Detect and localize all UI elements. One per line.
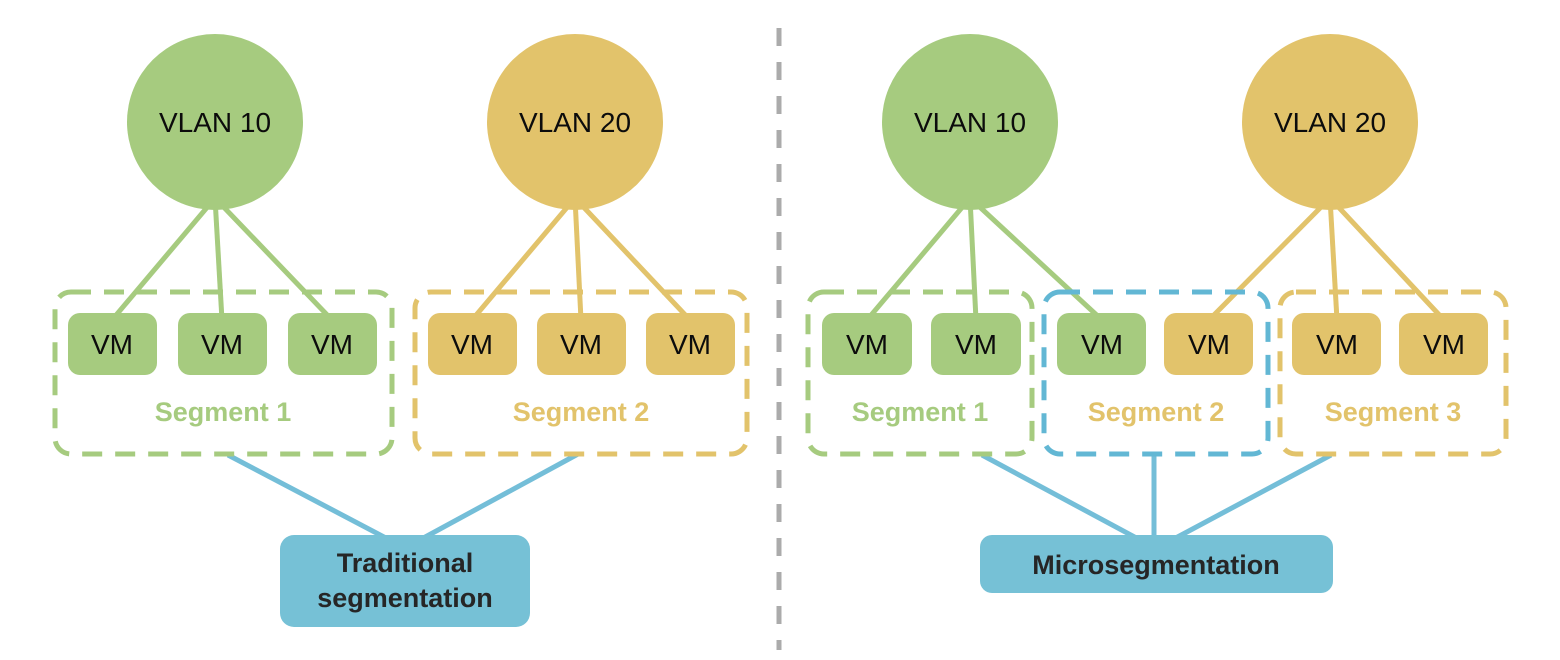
vlan10-to-vm-line [212, 197, 225, 321]
vlan-10-label: VLAN 10 [159, 107, 271, 138]
vlan20-to-vm-line [572, 197, 584, 321]
segment-2-box [1041, 289, 1271, 457]
vm-label: VM [560, 329, 602, 360]
vm-node [1292, 313, 1381, 375]
segment-2-label: Segment 2 [1088, 397, 1225, 427]
vm-label: VM [669, 329, 711, 360]
vm-node [68, 313, 157, 375]
segment-2-label: Segment 2 [513, 397, 650, 427]
segment2-to-caption-line [403, 451, 580, 551]
vlan20-to-vm-line [1327, 197, 1340, 321]
vm-label: VM [1081, 329, 1123, 360]
vm-node [537, 313, 626, 375]
segment3-to-caption-line [1155, 452, 1333, 551]
segment-3-box [1277, 289, 1509, 457]
vlan-20-label: VLAN 20 [519, 107, 631, 138]
segment-1-label: Segment 1 [155, 397, 292, 427]
vm-label: VM [1316, 329, 1358, 360]
vm-label: VM [955, 329, 997, 360]
vm-label: VM [1188, 329, 1230, 360]
vlan-10-label: VLAN 10 [914, 107, 1026, 138]
vm-node [931, 313, 1021, 375]
vlan20-to-vm-line [1328, 196, 1446, 322]
vm-node [822, 313, 912, 375]
vm-node [178, 313, 267, 375]
traditional-caption-line-2: segmentation [317, 583, 493, 613]
vm-node [1164, 313, 1253, 375]
segment-1-box [805, 289, 1035, 457]
segment-3-label: Segment 3 [1325, 397, 1462, 427]
microsegmentation-caption: Microsegmentation [1032, 550, 1280, 580]
vlan10-to-vm-line [967, 197, 979, 321]
segment-1-box [52, 289, 395, 457]
segment1-to-caption-line [226, 452, 407, 551]
traditional-panel: VLAN 10 VLAN 20 VM VM VM Segment 1 VM VM… [52, 34, 750, 627]
vlan-20-node [487, 34, 663, 210]
vlan10-to-vm-line [110, 196, 217, 322]
vlan20-to-vm-line [470, 196, 577, 322]
vlan10-to-vm-line [213, 196, 334, 322]
vlan-20-node [1242, 34, 1418, 210]
vm-label: VM [91, 329, 133, 360]
traditional-segmentation-box [280, 535, 530, 627]
vlan20-to-vm-line [1207, 196, 1332, 322]
vlan10-to-vm-line [968, 196, 1104, 322]
segment-1-label: Segment 1 [852, 397, 989, 427]
vlan-20-label: VLAN 20 [1274, 107, 1386, 138]
vm-node [288, 313, 377, 375]
vm-label: VM [846, 329, 888, 360]
vm-node [1399, 313, 1488, 375]
microsegmentation-box [980, 535, 1333, 593]
vm-node [428, 313, 517, 375]
vlan10-to-vm-line [865, 196, 972, 322]
traditional-caption-line-1: Traditional [337, 548, 474, 578]
vlan20-to-vm-line [573, 196, 692, 322]
vm-label: VM [311, 329, 353, 360]
vm-label: VM [201, 329, 243, 360]
microsegmentation-panel: VLAN 10 VLAN 20 VM VM Segment 1 VM VM Se… [805, 34, 1509, 593]
vlan-10-node [127, 34, 303, 210]
segment1-to-caption-line [980, 452, 1157, 551]
vlan-10-node [882, 34, 1058, 210]
vm-node [1057, 313, 1146, 375]
vm-node [646, 313, 735, 375]
vm-label: VM [1423, 329, 1465, 360]
segment-2-box [412, 289, 750, 457]
vm-label: VM [451, 329, 493, 360]
